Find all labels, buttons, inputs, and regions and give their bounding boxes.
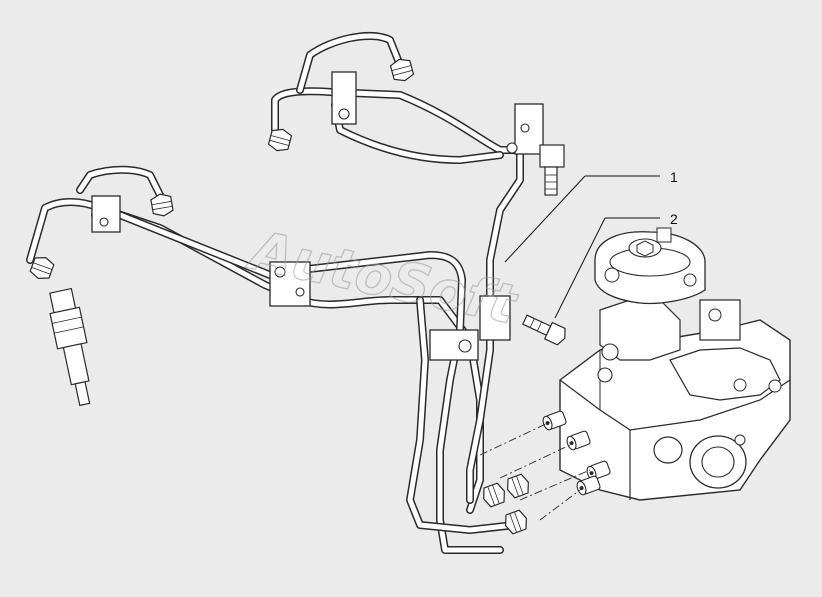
fuel-pipe-2 <box>76 165 504 554</box>
watermark: AutoSoft <box>241 217 524 337</box>
pump-governor <box>594 227 706 305</box>
leader-line-2 <box>554 217 660 319</box>
watermark-text: AutoSoft <box>242 218 524 337</box>
union-nut-5 <box>503 472 533 500</box>
alignment-lines <box>479 421 591 521</box>
union-nut-7 <box>501 508 531 536</box>
callout-1: 1 <box>670 169 678 185</box>
union-nut-6 <box>479 481 509 509</box>
fuel-pipe-3 <box>271 87 524 504</box>
injector-nozzle <box>49 287 91 407</box>
injection-pump <box>559 299 791 501</box>
fuel-pipe-4 <box>296 31 519 534</box>
union-nut-4 <box>388 56 416 84</box>
pipe-clamp-middle <box>269 261 311 307</box>
bracket-bolt <box>539 144 565 196</box>
pipe-clamp-top <box>331 71 357 125</box>
pipe-clamp-left <box>91 195 121 233</box>
leader-line-1 <box>504 175 660 263</box>
callout-2: 2 <box>670 211 678 227</box>
mounting-bolt <box>522 314 566 346</box>
pipe-clamp-right <box>506 103 544 155</box>
union-nut-2 <box>149 191 175 219</box>
pipe-clamp-lower <box>429 295 511 361</box>
